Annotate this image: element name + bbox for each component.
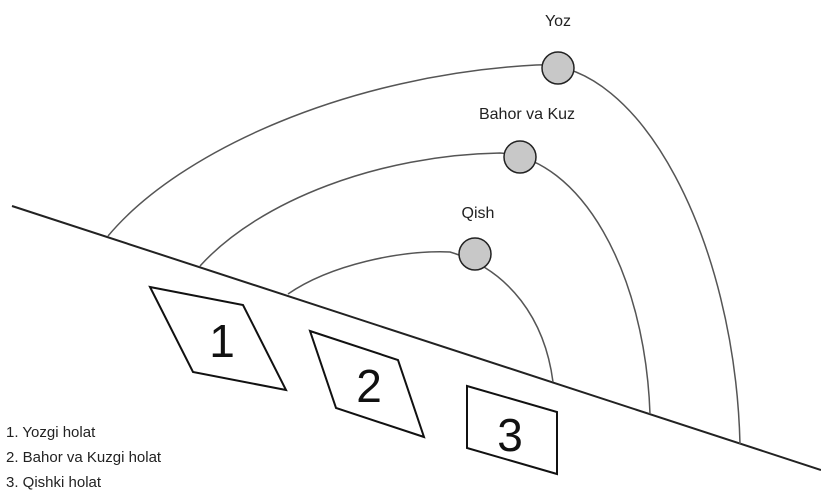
legend-item-3: 3. Qishki holat — [6, 474, 102, 491]
sun-disc — [503, 140, 537, 174]
spring-autumn-sun-label: Bahor va Kuz — [479, 106, 575, 123]
panel-3-number: 3 — [497, 409, 523, 461]
winter-sun-path — [287, 251, 554, 383]
spring-autumn-sun — [503, 140, 537, 174]
panel-2: 2 — [308, 329, 426, 439]
panel-1: 1 — [148, 285, 288, 392]
panel-3: 3 — [466, 384, 558, 476]
sun-disc — [458, 237, 492, 271]
panel-1-shape — [148, 285, 288, 392]
legend: 1. Yozgi holat 2. Bahor va Kuzgi holat 3… — [6, 424, 162, 491]
sun-disc — [541, 51, 575, 85]
panel-2-number: 2 — [356, 360, 382, 412]
summer-sun-label: Yoz — [545, 13, 571, 30]
panel-3-shape — [466, 384, 558, 476]
legend-item-1: 1. Yozgi holat — [6, 424, 96, 441]
legend-item-2: 2. Bahor va Kuzgi holat — [6, 449, 162, 466]
winter-sun-label: Qish — [462, 205, 495, 222]
summer-sun-path — [107, 64, 741, 445]
spring-autumn-sun-path — [199, 152, 651, 415]
panel-1-number: 1 — [209, 315, 235, 367]
summer-sun — [541, 51, 575, 85]
ground-slope-line — [11, 205, 821, 471]
panel-2-shape — [308, 329, 426, 439]
winter-sun — [458, 237, 492, 271]
